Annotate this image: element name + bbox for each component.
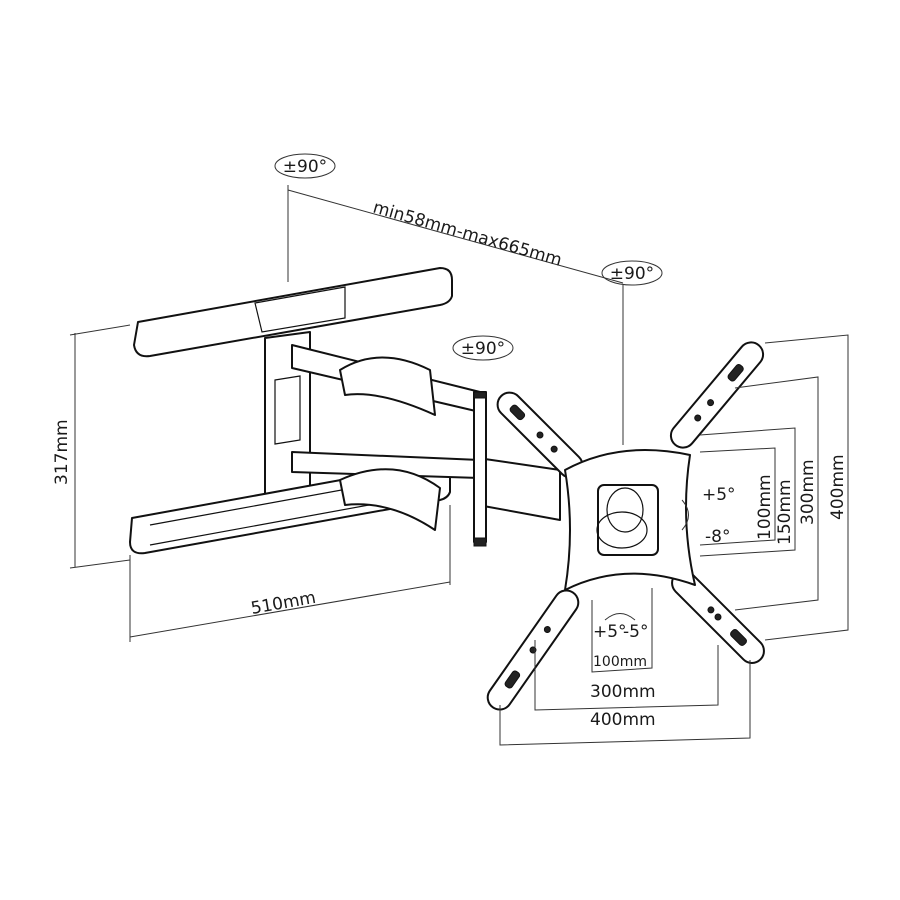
articulating-arms (291, 344, 561, 547)
vesa-horizontal-400-label: 400mm (590, 710, 656, 730)
rotation-badge-top-right: ±90° (601, 260, 663, 286)
vesa-vertical-400-label: 400mm (828, 454, 848, 520)
width-label: 510mm (249, 588, 317, 619)
swivel-left-label: +5° (593, 622, 627, 642)
rotation-label: ±90° (461, 339, 505, 359)
swivel-right-label: -5° (623, 622, 648, 642)
extension-range-label: min58mm-max665mm (371, 198, 564, 271)
tilt-up-label: +5° (702, 485, 736, 505)
rotation-label: ±90° (283, 157, 327, 177)
vesa-vertical-300-label: 300mm (798, 459, 818, 525)
height-label: 317mm (52, 419, 72, 485)
vesa-horizontal-300-label: 300mm (590, 682, 656, 702)
rotation-badge-top-left: ±90° (274, 153, 336, 179)
tilt-down-label: -8° (705, 527, 730, 547)
vesa-vertical-100-label: 100mm (755, 474, 775, 540)
vesa-vertical-150-label: 150mm (775, 479, 795, 545)
dimension-lines (69, 185, 849, 746)
rotation-label: ±90° (610, 264, 654, 284)
rotation-badge-arm-joint: ±90° (452, 335, 514, 361)
vesa-horizontal-100-label: 100mm (593, 654, 647, 670)
vesa-bracket (486, 341, 765, 711)
